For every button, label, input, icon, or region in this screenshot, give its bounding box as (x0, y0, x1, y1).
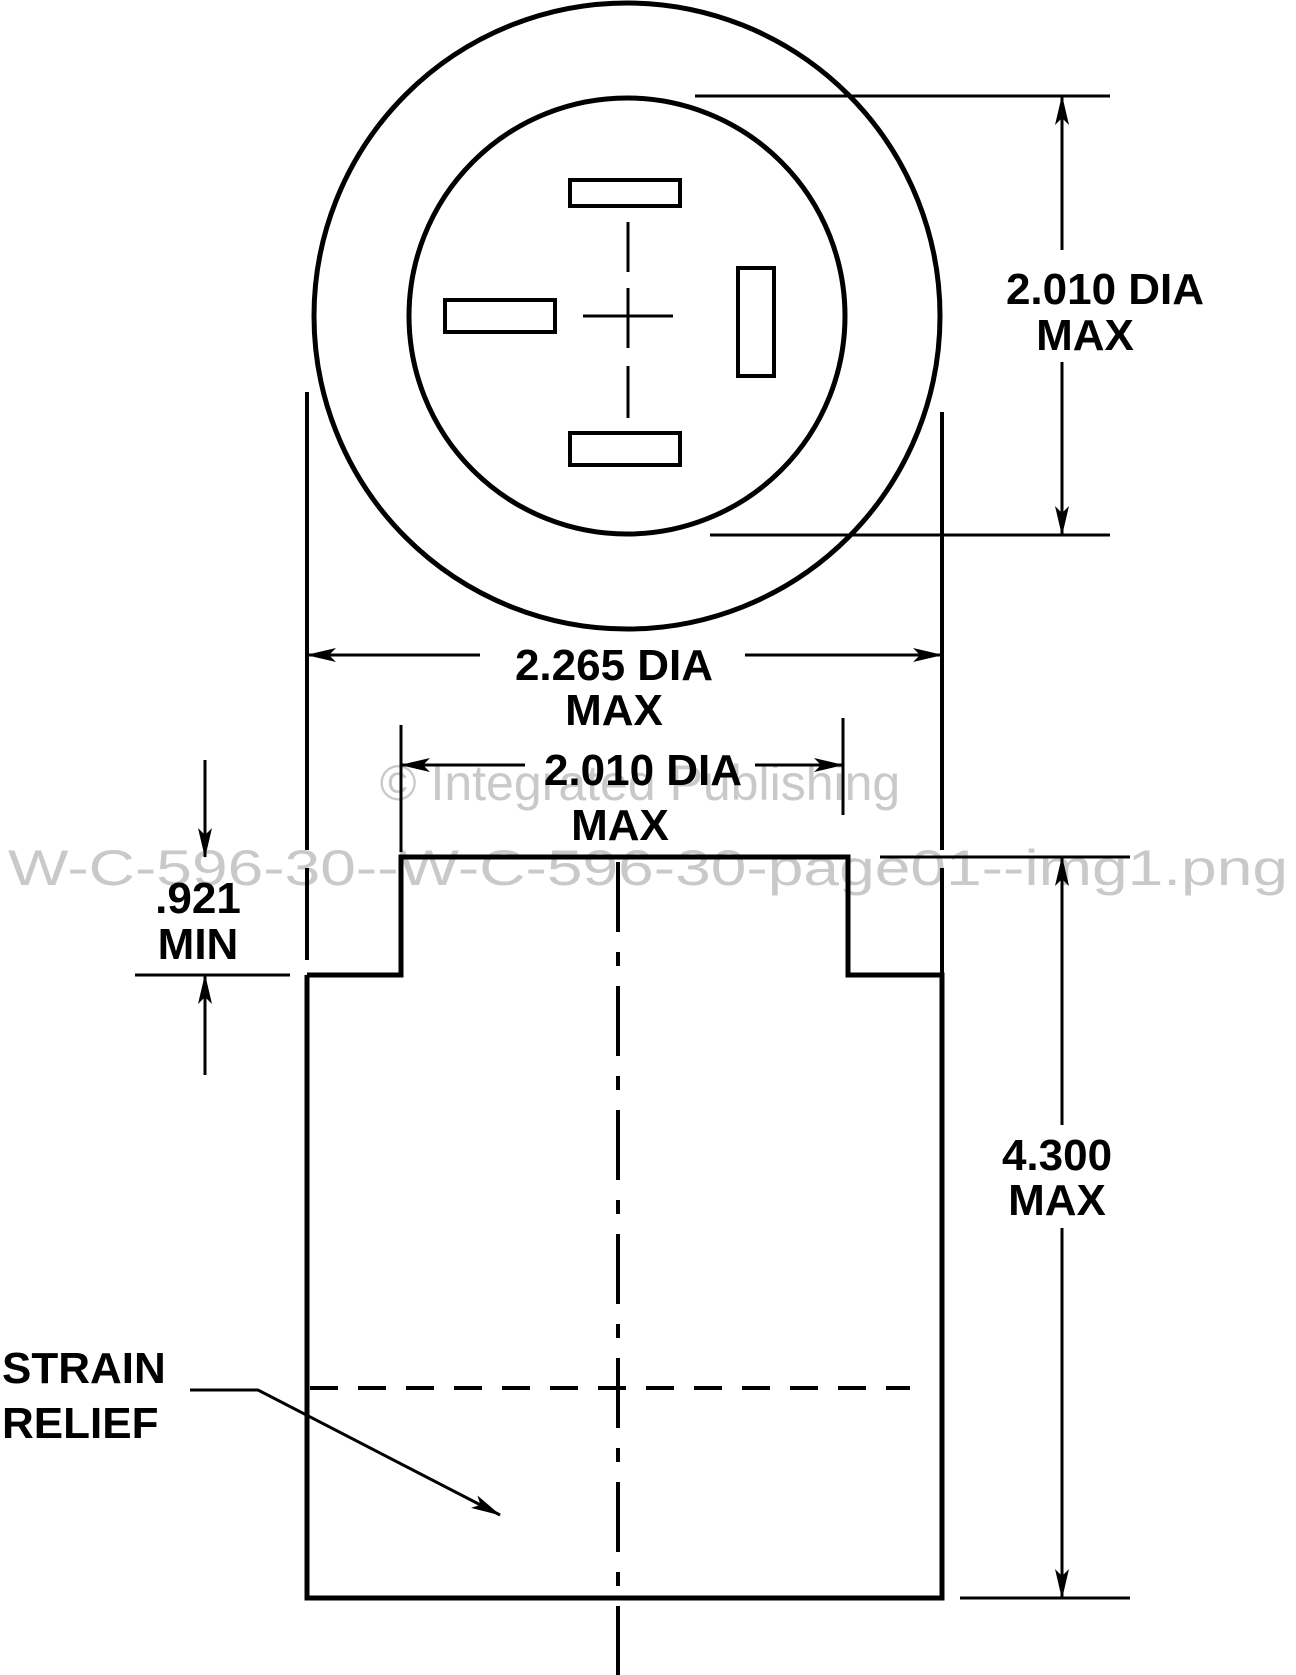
outer-dia-value: 2.265 DIA (515, 641, 713, 690)
body-outline (304, 854, 945, 1601)
outer-circle (311, 0, 943, 632)
step-height-value: .921 (155, 874, 241, 923)
leader-arrow (190, 1388, 501, 1517)
center-mark (583, 222, 673, 418)
slot-top (568, 178, 682, 208)
top-dia-value: 2.010 DIA (1006, 265, 1204, 314)
top-dia-qualifier: MAX (1036, 311, 1134, 360)
slot-left (443, 298, 557, 334)
strain-relief-line2: RELIEF (2, 1399, 158, 1448)
slot-right (736, 266, 776, 378)
dim-length (880, 855, 1130, 1600)
dim-top-diameter (695, 94, 1110, 537)
watermark-filename: W-C-596-30--W-C-596-30-page01--img1.png (8, 840, 1288, 896)
length-value: 4.300 (1002, 1131, 1112, 1180)
strain-relief-leader (190, 1388, 501, 1517)
top-view (311, 0, 943, 632)
step-dia-value: 2.010 DIA (544, 746, 742, 795)
dim-step-height (135, 760, 290, 1075)
strain-relief-line1: STRAIN (2, 1344, 166, 1393)
step-height-qualifier: MIN (158, 920, 239, 969)
outer-dia-qualifier: MAX (565, 686, 663, 735)
length-qualifier: MAX (1008, 1176, 1106, 1225)
side-extension-lines (305, 392, 944, 975)
side-view-body (304, 854, 945, 1601)
inner-circle (406, 95, 848, 537)
dim-step-diameter (399, 718, 845, 852)
slot-bottom (568, 431, 682, 467)
step-dia-qualifier: MAX (571, 801, 669, 850)
